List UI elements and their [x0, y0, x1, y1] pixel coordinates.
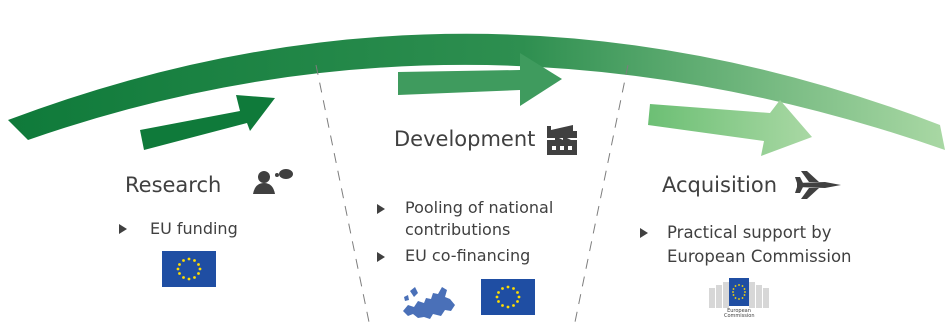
- european-commission-logo: European Commission: [707, 278, 771, 319]
- separator-line-left: [315, 64, 370, 322]
- bullet-marker: [377, 204, 385, 214]
- factory-icon: [545, 124, 579, 156]
- overall-process-arc: [8, 33, 945, 150]
- research-bullet-eu-funding: EU funding: [150, 219, 238, 238]
- fighter-jet-icon: [795, 170, 843, 200]
- bullet-marker: [640, 228, 648, 238]
- bullet-marker: [377, 252, 385, 262]
- stage-title-development: Development: [394, 127, 536, 151]
- separator-line-right: [574, 64, 629, 322]
- development-bullet-co-financing: EU co-financing: [405, 246, 531, 265]
- european-commission-logo-text: European Commission: [724, 308, 755, 319]
- research-arrow: [140, 95, 275, 150]
- europe-map: [400, 281, 460, 325]
- stage-title-research: Research: [125, 173, 222, 197]
- development-bullet-pooling: Pooling of national contributions: [405, 198, 554, 239]
- stage-title-acquisition: Acquisition: [662, 173, 778, 197]
- person-thinking-icon: [251, 168, 295, 194]
- acquisition-arrow: [648, 100, 812, 156]
- eu-flag-research: [162, 251, 216, 287]
- development-arrow: [398, 53, 562, 106]
- bullet-marker: [119, 224, 127, 234]
- eu-flag-development: [481, 279, 535, 315]
- acquisition-bullet-practical-support: Practical support by European Commission: [667, 223, 852, 266]
